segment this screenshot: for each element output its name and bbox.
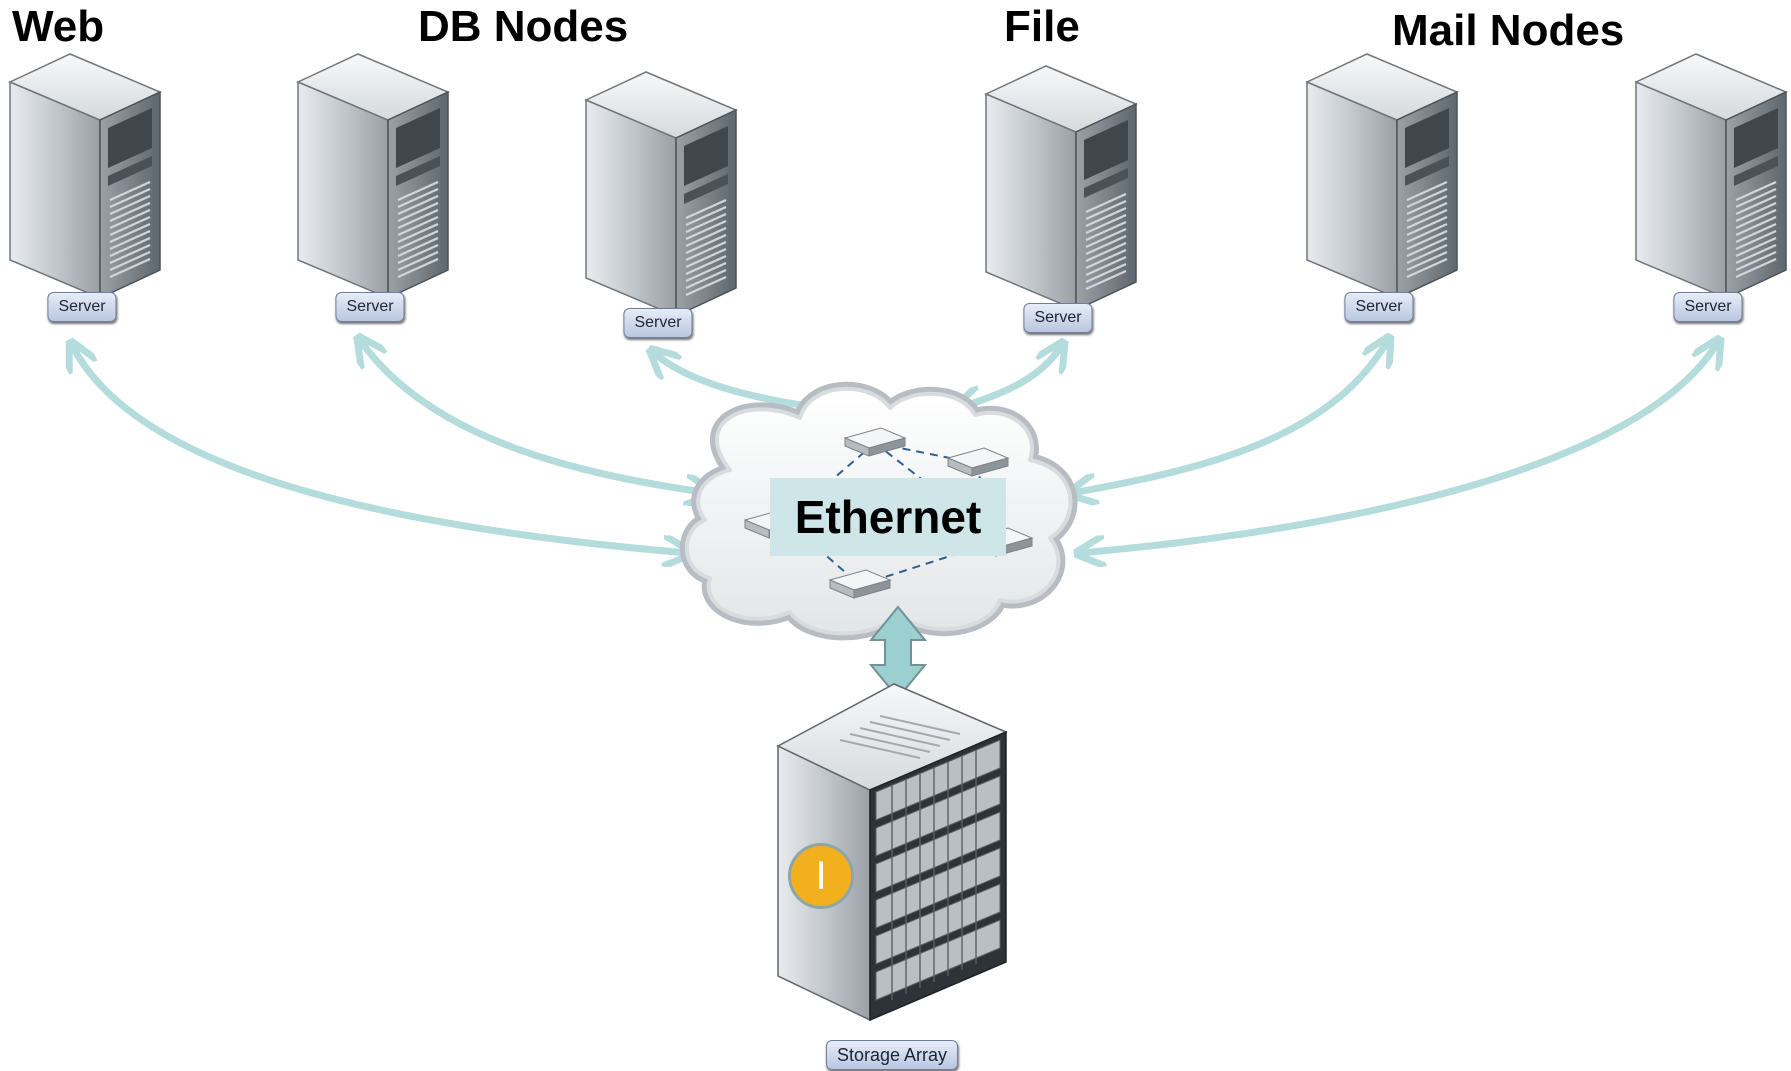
link-db-1 bbox=[360, 340, 710, 493]
server-tag-db-1: Server bbox=[335, 292, 405, 322]
server-icon-db-2 bbox=[584, 70, 738, 318]
group-title-db: DB Nodes bbox=[418, 2, 629, 51]
link-web-1 bbox=[72, 345, 688, 553]
link-file-1 bbox=[958, 345, 1062, 408]
group-title-web: Web bbox=[12, 2, 105, 51]
server-tag-file-1: Server bbox=[1023, 303, 1093, 333]
storage-array-icon bbox=[776, 683, 1008, 1022]
drive-bays bbox=[875, 739, 1001, 1001]
group-title-file: File bbox=[1004, 2, 1080, 51]
server-icon-db-1 bbox=[296, 52, 450, 300]
server-tag-mail-2: Server bbox=[1673, 292, 1743, 322]
server-tag-web-1: Server bbox=[47, 292, 117, 322]
link-mail-2 bbox=[1080, 342, 1718, 553]
server-icon-mail-1 bbox=[1305, 52, 1459, 300]
server-icon-web-1 bbox=[8, 52, 162, 300]
group-title-mail: Mail Nodes bbox=[1392, 6, 1625, 55]
storage-badge: I bbox=[788, 843, 854, 909]
link-mail-1 bbox=[1072, 340, 1388, 493]
server-icon-mail-2 bbox=[1634, 52, 1788, 300]
server-tag-mail-1: Server bbox=[1344, 292, 1414, 322]
server-tag-db-2: Server bbox=[623, 308, 693, 338]
server-icon-file-1 bbox=[984, 64, 1138, 312]
ethernet-label: Ethernet bbox=[770, 478, 1006, 556]
storage-array-tag: Storage Array bbox=[825, 1040, 959, 1070]
